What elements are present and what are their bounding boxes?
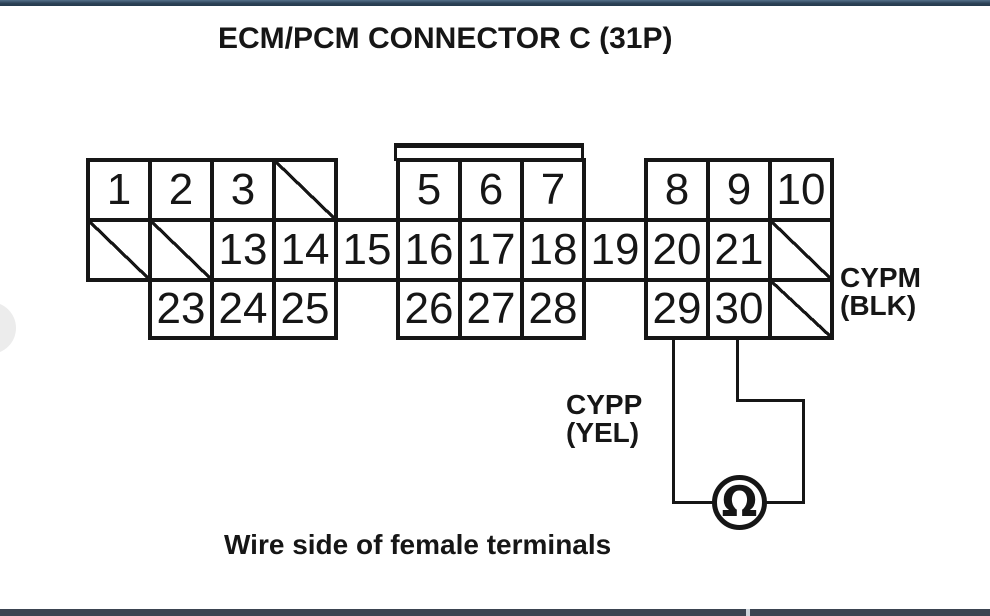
connector-cell-29: 29 (646, 280, 708, 338)
connector-cell-16: 16 (398, 220, 460, 280)
wire-pin30-horizontal-lower (762, 501, 805, 504)
connector-cell-20: 20 (646, 220, 708, 280)
label-cypm-color: (BLK) (840, 290, 917, 321)
connector-cell-25: 25 (274, 280, 336, 338)
connector-cell-10: 10 (770, 160, 832, 220)
connector-cell-13: 13 (212, 220, 274, 280)
connector-cell-7: 7 (522, 160, 584, 220)
connector-cell-30: 30 (708, 280, 770, 338)
connector-cell-empty (274, 160, 336, 220)
connector-cell-24: 24 (212, 280, 274, 338)
connector-cell-21: 21 (708, 220, 770, 280)
label-cypm: CYPM (BLK) (840, 264, 921, 320)
connector-cell-5: 5 (398, 160, 460, 220)
label-cypp-color: (YEL) (566, 417, 640, 448)
connector-cell-empty (770, 280, 832, 338)
bottom-status-bar (0, 609, 990, 616)
wire-pin29-vertical (672, 338, 675, 504)
connector-cell-1: 1 (88, 160, 150, 220)
connector-cell-6: 6 (460, 160, 522, 220)
wire-pin30-vertical-upper (736, 338, 739, 402)
connector-cell-3: 3 (212, 160, 274, 220)
connector-cell-2: 2 (150, 160, 212, 220)
connector-cell-19: 19 (584, 220, 646, 280)
connector-cell-8: 8 (646, 160, 708, 220)
diagram-caption: Wire side of female terminals (224, 529, 612, 560)
left-edge-artifact-circle (0, 302, 16, 354)
connector-cell-27: 27 (460, 280, 522, 338)
connector-cell-empty (150, 220, 212, 280)
connector-cell-17: 17 (460, 220, 522, 280)
wire-pin30-vertical-lower (802, 399, 805, 504)
connector-cell-23: 23 (150, 280, 212, 338)
label-cypm-name: CYPM (840, 262, 921, 293)
label-cypp: CYPP (YEL) (566, 391, 642, 447)
connector-cell-28: 28 (522, 280, 584, 338)
label-cypp-name: CYPP (566, 389, 643, 420)
connector-cell-14: 14 (274, 220, 336, 280)
connector-cell-empty (88, 220, 150, 280)
wire-pin29-horizontal (672, 501, 717, 504)
connector-key-tab (394, 143, 584, 161)
statusbar-divider (746, 609, 750, 616)
connector-cell-9: 9 (708, 160, 770, 220)
connector-cell-15: 15 (336, 220, 398, 280)
page-title: ECM/PCM CONNECTOR C (31P) (218, 22, 673, 55)
connector-cell-18: 18 (522, 220, 584, 280)
connector-cell-26: 26 (398, 280, 460, 338)
connector-cell-empty (770, 220, 832, 280)
ohmmeter-circle: Ω (712, 475, 767, 530)
ohm-symbol: Ω (721, 476, 758, 526)
wire-pin30-horizontal-upper (736, 399, 805, 402)
top-accent-bar (0, 0, 990, 6)
